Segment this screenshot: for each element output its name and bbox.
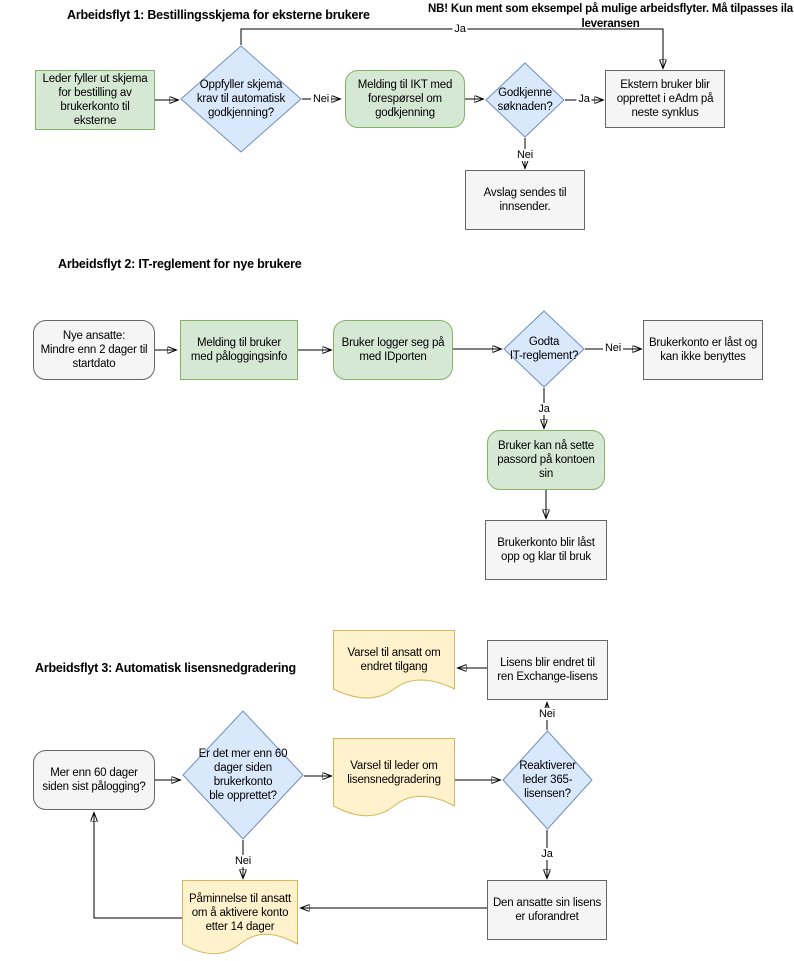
document-paminnelse-ansatt: Påminnelse til ansatt om å aktivere kont… — [182, 880, 298, 958]
decision-godkjenne-soknaden: Godkjenne søknaden? — [485, 62, 565, 138]
edge-paminnelse-loop-til-60dager — [94, 813, 182, 919]
node-avslag-sendes: Avslag sendes til innsender. — [465, 170, 585, 230]
node-melding-bruker-paloggingsinfo: Melding til bruker med påloggingsinfo — [180, 320, 298, 380]
node-label: Melding til IKT med forespørsel om godkj… — [357, 78, 453, 119]
node-label: Leder fyller ut skjema for bestilling av… — [42, 72, 148, 128]
node-mer-enn-60-dager-palogging: Mer enn 60 dager siden sist pålogging? — [33, 750, 155, 810]
node-label: Ekstern bruker blir opprettet i eAdm på … — [616, 78, 714, 119]
edge-label-nei: Nei — [603, 342, 623, 354]
node-lisens-endret-exchange: Lisens blir endret til ren Exchange-lise… — [487, 640, 608, 700]
node-melding-ikt: Melding til IKT med forespørsel om godkj… — [345, 70, 465, 128]
edge-label-nei: Nei — [537, 708, 557, 720]
node-label: Melding til bruker med påloggingsinfo — [190, 336, 288, 363]
decision-reaktiverer-365-lisensen: Reaktiverer leder 365- lisensen? — [502, 730, 593, 830]
diamond-shape — [485, 62, 565, 138]
node-label: Godta IT-reglement? — [509, 335, 579, 362]
workflow2-title: Arbeidsflyt 2: IT-reglement for nye bruk… — [58, 257, 302, 271]
node-brukerkonto-last: Brukerkonto er låst og kan ikke benyttes — [643, 320, 763, 380]
node-label: Varsel til leder om lisensnedgradering — [347, 759, 441, 786]
node-label: Nye ansatte: Mindre enn 2 dager til star… — [40, 329, 148, 370]
decision-godta-it-reglement: Godta IT-reglement? — [503, 310, 585, 388]
edge-label-nei: Nei — [515, 149, 535, 161]
node-ekstern-bruker-opprettet: Ekstern bruker blir opprettet i eAdm på … — [605, 70, 725, 128]
edge-label-ja: Ja — [576, 93, 592, 105]
diamond-shape — [503, 310, 585, 388]
node-label: Brukerkonto blir låst opp og klar til br… — [497, 536, 595, 563]
document-shape — [333, 630, 455, 699]
node-label: Den ansatte sin lisens er uforandret — [492, 896, 602, 923]
node-label: Påminnelse til ansatt om å aktivere kont… — [189, 892, 291, 933]
node-label: Reaktiverer leder 365- lisensen? — [519, 759, 576, 800]
edge-label-nei: Nei — [311, 93, 331, 105]
node-nye-ansatte: Nye ansatte: Mindre enn 2 dager til star… — [33, 320, 155, 380]
document-varsel-ansatt-endret-tilgang: Varsel til ansatt om endret tilgang — [333, 630, 455, 702]
diamond-shape — [180, 45, 302, 153]
edge-label-ja: Ja — [452, 23, 468, 35]
decision-automatisk-godkjenning: Oppfyller skjema krav til automatisk god… — [180, 45, 302, 153]
node-lisens-uforandret: Den ansatte sin lisens er uforandret — [487, 880, 607, 940]
decision-60-dager-siden-opprettet: Er det mer enn 60 dager siden brukerkont… — [182, 710, 304, 840]
node-label: Oppfyller skjema krav til automatisk god… — [196, 78, 286, 119]
node-bruker-logger-pa-idporten: Bruker logger seg på med IDporten — [333, 320, 453, 380]
node-label: Avslag sendes til innsender. — [483, 186, 567, 213]
document-shape — [182, 880, 298, 955]
edge-label-ja: Ja — [539, 848, 555, 860]
document-varsel-leder-lisensnedgradering: Varsel til leder om lisensnedgradering — [333, 738, 455, 820]
edge-label-ja: Ja — [536, 403, 552, 415]
diamond-shape — [502, 730, 593, 830]
node-label: Lisens blir endret til ren Exchange-lise… — [497, 656, 598, 683]
node-sette-passord: Bruker kan nå sette passord på kontoen s… — [487, 430, 605, 490]
workflow3-title: Arbeidsflyt 3: Automatisk lisensnedgrade… — [35, 661, 296, 675]
nb-note: NB! Kun ment som eksempel på mulige arbe… — [428, 3, 793, 30]
document-shape — [333, 738, 455, 817]
node-label: Mer enn 60 dager siden sist pålogging? — [42, 766, 146, 793]
node-brukerkonto-last-opp: Brukerkonto blir låst opp og klar til br… — [485, 520, 607, 580]
node-leder-fyller-skjema: Leder fyller ut skjema for bestilling av… — [35, 70, 155, 130]
workflow1-title: Arbeidsflyt 1: Bestillingsskjema for eks… — [67, 8, 370, 22]
node-label: Er det mer enn 60 dager siden brukerkont… — [198, 747, 288, 803]
edge-label-nei: Nei — [233, 855, 253, 867]
node-label: Brukerkonto er låst og kan ikke benyttes — [648, 336, 758, 363]
node-label: Bruker logger seg på med IDporten — [341, 336, 445, 363]
node-label: Godkjenne søknaden? — [497, 86, 553, 113]
node-label: Bruker kan nå sette passord på kontoen s… — [497, 439, 595, 480]
diamond-shape — [182, 710, 304, 840]
node-label: Varsel til ansatt om endret tilgang — [347, 646, 441, 673]
